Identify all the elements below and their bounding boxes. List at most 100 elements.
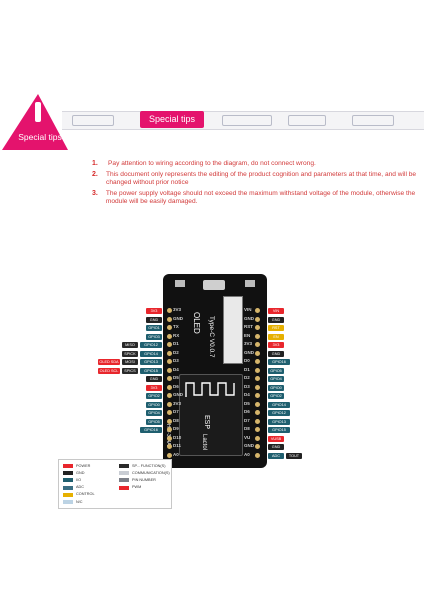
legend-swatch [63,471,73,476]
pin-tag-row: GPIO14 [268,401,392,408]
oled-label: OLED [192,312,201,334]
pin-tag: GND [146,316,162,323]
pin-tag: GND [268,316,284,323]
pin-hole [167,350,172,356]
version-label: Type-C V0.0.7 [208,316,215,358]
flash-button [245,280,255,287]
note-text: Pay attention to wiring according to the… [108,160,316,167]
esp-module: ESP [179,374,243,456]
pin-label: D4 [244,392,250,397]
pin-tag: GPIO16 [140,427,162,433]
pin-hole [167,452,172,458]
pin-hole [255,452,260,458]
legend-label: I/O [76,477,82,482]
pin-label: D8 [173,417,179,423]
legend-label: PWM [132,485,142,490]
pin-label: GND [244,443,254,448]
note-number: 2. [92,171,98,178]
pin-tag-row: GND [268,316,392,323]
pin-hole [255,316,260,322]
pin-label: 3V3 [173,400,182,406]
pin-tag-row: GPIO3 [40,333,162,340]
pin-tag-row: VIN [268,308,392,314]
pin-tag: GPIO1 [146,325,162,331]
pin-label: D10 [173,434,182,440]
note-number: 3. [92,190,98,197]
pin-label: D4 [173,366,179,372]
pin-label: D1 [173,341,179,346]
pin-label: 3V3 [244,341,253,346]
pin-tag: GPIO3 [146,333,162,340]
pin-tag: GPIO14 [268,401,290,408]
circuit-decoration [288,115,326,126]
pin-tag: OLED SDA [98,359,120,365]
pin-tag: GPIO5 [268,367,284,374]
pin-label: D7 [244,417,250,423]
pin-label: VIN [244,307,252,312]
notes-list: 1. Pay attention to wiring according to … [92,160,422,206]
pin-label: EN [244,332,251,338]
right-header [255,308,263,461]
legend-swatch [63,485,73,490]
pin-hole [167,393,172,398]
legend-label: PIN NUMBER [132,477,156,482]
pin-label: D3 [244,383,250,389]
pin-tag: GND [146,376,162,382]
pin-hole [167,427,172,432]
pin-tag: SPICS [122,367,138,374]
legend-label: SP... FUNCTION(S) [132,463,166,468]
pin-tag: GPIO12 [268,410,290,416]
pin-hole [255,393,260,398]
pin-tag-row: GND [40,316,162,323]
pin-hole [255,410,260,415]
pin-hole [167,376,172,381]
pin-hole [255,350,260,356]
pin-tag-row: GPIO2 [268,393,392,399]
pin-tag-row: GPIO16 [40,427,162,433]
pin-hole [167,444,172,449]
pin-hole [255,376,260,381]
pin-tag-row: 3V3 [268,342,392,348]
pin-label: VU [244,434,251,440]
pin-tag: TOUT [286,452,302,459]
legend-label: CONTROL [76,492,95,497]
legend-label: ADC [76,485,85,490]
pin-tag: GPIO4 [268,376,284,382]
note-item: 2. This document only represents the edi… [92,171,422,187]
pin-hole [255,342,260,347]
pin-label: TX [173,324,179,329]
banner-label: Special tips [18,132,62,142]
pin-label: GND [244,315,254,321]
pin-tag: GPIO5 [146,418,162,425]
banner-title: Special tips [140,111,204,128]
pin-label: A0 [244,451,250,457]
pin-label: D3 [173,358,179,363]
pin-tag: RST [268,325,284,331]
pin-tag: VUSB [268,435,284,442]
vendor-label: Lactol [201,434,207,451]
pin-tag: GND [268,350,284,357]
pin-hole [255,325,260,330]
pin-tag-row: GPIO12 [268,410,392,416]
pin-label: GND [173,315,183,321]
pin-tag: OLED SCL [98,367,120,374]
note-item: 1. Pay attention to wiring according to … [92,160,422,168]
reset-button [175,280,185,287]
circuit-decoration [72,115,114,126]
pin-hole [255,384,260,390]
pin-hole [167,367,172,373]
pin-tag: GPIO0 [146,401,162,408]
pin-label: D9 [173,426,179,431]
pin-label: D1 [244,366,250,372]
legend-swatch [119,471,129,476]
pin-tag: MISO [122,342,138,348]
pin-tag-row: GPIO5 [40,418,162,425]
pin-label: D5 [173,375,179,380]
pin-hole [167,308,172,313]
legend-swatch [63,464,73,468]
pin-hole [255,401,260,407]
pin-hole [167,418,172,424]
